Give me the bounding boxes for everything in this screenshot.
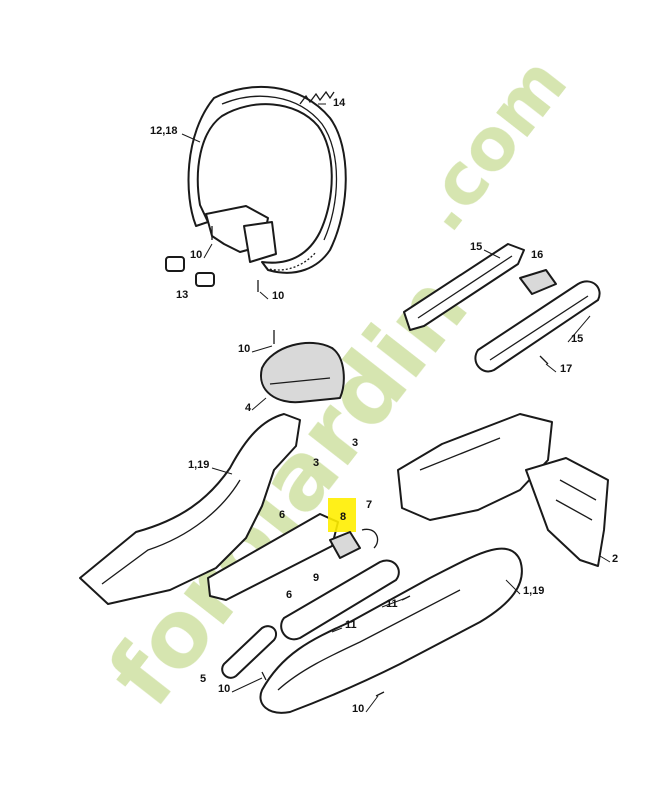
callout-c-10a: 10: [190, 249, 202, 261]
callout-c-15b: 15: [571, 333, 583, 345]
callout-c-3b: 3: [313, 457, 319, 469]
cover-part: [260, 341, 345, 404]
callout-c-8: 8: [340, 511, 346, 523]
callout-c-6b: 6: [286, 589, 292, 601]
callout-c-17: 17: [560, 363, 572, 375]
callout-c-7: 7: [366, 499, 372, 511]
clip-part: [361, 528, 379, 549]
callout-c-6a: 6: [279, 509, 285, 521]
switch-shaft-part: [519, 269, 557, 295]
callout-c-4: 4: [245, 402, 252, 414]
callout-c-11a: 11: [386, 598, 398, 610]
switch-lever-part: [221, 625, 278, 679]
callout-c-1218: 12,18: [150, 125, 178, 137]
callout-c-10e: 10: [352, 703, 364, 715]
callout-c-13: 13: [176, 289, 188, 301]
callout-labels: 14 12,18 10 15 16 13 10 15 10 17 4 3 1,19 3 7 6 8 9 6 1,19 1…: [150, 97, 618, 715]
handle-housing-part: [79, 413, 339, 605]
motor-housing-part: [397, 413, 553, 521]
callout-c-9: 9: [313, 572, 319, 584]
callout-c-10b: 10: [272, 290, 284, 302]
guard-part: [525, 457, 609, 567]
callout-c-16: 16: [531, 249, 543, 261]
callout-c-11b: 11: [345, 619, 357, 631]
loop-handle-part: [187, 85, 347, 274]
callout-c-10c: 10: [238, 343, 250, 355]
watermark-suffix: .com: [397, 41, 583, 246]
leader-lines: [181, 103, 611, 713]
callout-c-2: 2: [612, 553, 618, 565]
callout-c-15a: 15: [470, 241, 482, 253]
callout-c-10d: 10: [218, 683, 230, 695]
spring-part: [299, 90, 335, 105]
callout-c-3a: 3: [352, 437, 358, 449]
part-8-highlight: [328, 498, 361, 559]
callout-c-119b: 1,19: [523, 585, 544, 597]
handle-molding-part: [403, 243, 601, 373]
callout-c-119a: 1,19: [188, 459, 209, 471]
callout-c-5: 5: [200, 673, 206, 685]
callout-c-14: 14: [333, 97, 346, 109]
rubber-element-part: [165, 256, 215, 287]
handle-tube-part: [280, 559, 400, 641]
